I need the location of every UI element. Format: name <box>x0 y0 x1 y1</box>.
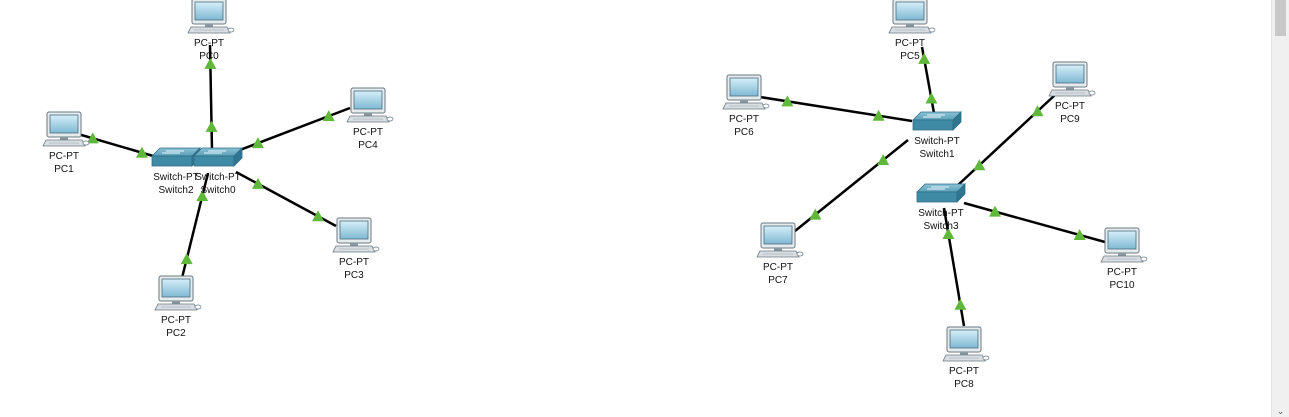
device-pc7[interactable] <box>756 222 804 258</box>
device-switch3[interactable] <box>916 183 966 203</box>
device-pc1[interactable] <box>42 111 90 147</box>
device-model-label: PC-PT <box>949 366 979 377</box>
device-model-label: Switch-PT <box>914 136 960 147</box>
link-status-up-icon <box>1031 105 1044 117</box>
device-name-label: PC0 <box>199 51 219 62</box>
link-pc3-switch0[interactable] <box>235 170 337 228</box>
desktop-pc-icon <box>756 222 804 258</box>
link-pc9-switch3[interactable] <box>957 94 1056 186</box>
device-pc2[interactable] <box>154 275 202 311</box>
device-name-label: PC2 <box>166 328 186 339</box>
device-model-label: Switch-PT <box>195 172 241 183</box>
device-switch2[interactable] <box>151 147 201 167</box>
link-status-up-icon <box>809 208 822 220</box>
desktop-pc-icon <box>332 217 380 253</box>
network-switch-icon <box>193 147 243 167</box>
link-status-up-icon <box>1073 228 1086 240</box>
vertical-scrollbar[interactable]: ⌄ <box>1271 0 1289 417</box>
link-pc1-switch2[interactable] <box>77 132 161 160</box>
device-name-label: PC5 <box>900 51 920 62</box>
link-status-up-icon <box>252 177 264 189</box>
network-switch-icon <box>912 111 962 131</box>
link-status-up-icon <box>781 95 794 107</box>
network-switch-icon <box>916 183 966 203</box>
device-name-label: Switch1 <box>919 149 955 160</box>
device-model-label: Switch-PT <box>918 208 964 219</box>
link-status-up-icon <box>954 298 967 310</box>
device-model-label: PC-PT <box>729 114 759 125</box>
desktop-pc-icon <box>1100 227 1148 263</box>
scroll-down-icon[interactable]: ⌄ <box>1276 406 1285 416</box>
device-name-label: Switch0 <box>200 185 236 196</box>
desktop-pc-icon <box>722 74 770 110</box>
link-status-up-icon <box>925 92 938 104</box>
link-status-up-icon <box>872 109 885 121</box>
scrollbar-thumb[interactable] <box>1275 0 1286 36</box>
device-switch1[interactable] <box>912 111 962 131</box>
link-status-up-icon <box>205 120 218 132</box>
link-pc8-switch3[interactable] <box>942 207 967 327</box>
desktop-pc-icon <box>888 0 936 34</box>
device-model-label: PC-PT <box>1055 101 1085 112</box>
device-name-label: Switch3 <box>923 221 959 232</box>
device-pc8[interactable] <box>942 326 990 362</box>
device-model-label: Switch-PT <box>153 172 199 183</box>
device-name-label: PC8 <box>954 379 974 390</box>
device-pc0[interactable] <box>187 0 235 34</box>
link-status-up-icon <box>135 146 148 158</box>
device-model-label: PC-PT <box>895 38 925 49</box>
device-pc9[interactable] <box>1048 61 1096 97</box>
link-status-up-icon <box>312 210 324 222</box>
device-pc3[interactable] <box>332 217 380 253</box>
link-status-up-icon <box>918 52 931 64</box>
desktop-pc-icon <box>154 275 202 311</box>
device-name-label: PC4 <box>358 140 378 151</box>
device-model-label: PC-PT <box>339 257 369 268</box>
link-status-up-icon <box>251 137 264 149</box>
device-model-label: PC-PT <box>194 38 224 49</box>
device-pc10[interactable] <box>1100 227 1148 263</box>
link-status-up-icon <box>989 205 1002 217</box>
desktop-pc-icon <box>346 87 394 123</box>
device-model-label: PC-PT <box>353 127 383 138</box>
link-pc6-switch1[interactable] <box>759 95 913 123</box>
device-switch0[interactable] <box>193 147 243 167</box>
desktop-pc-icon <box>1048 61 1096 97</box>
device-model-label: PC-PT <box>1107 267 1137 278</box>
network-switch-icon <box>151 147 201 167</box>
device-model-label: PC-PT <box>763 262 793 273</box>
link-pc4-switch0[interactable] <box>231 106 351 155</box>
link-status-up-icon <box>86 132 99 144</box>
desktop-pc-icon <box>187 0 235 34</box>
device-name-label: PC7 <box>768 275 788 286</box>
device-model-label: PC-PT <box>49 151 79 162</box>
link-pc7-switch1[interactable] <box>794 139 909 232</box>
link-status-up-icon <box>204 57 217 69</box>
device-name-label: PC6 <box>734 127 754 138</box>
link-pc0-switch0[interactable] <box>204 44 218 151</box>
desktop-pc-icon <box>942 326 990 362</box>
link-pc10-switch3[interactable] <box>963 201 1106 244</box>
device-pc4[interactable] <box>346 87 394 123</box>
device-name-label: PC1 <box>54 164 74 175</box>
device-model-label: PC-PT <box>161 315 191 326</box>
link-status-up-icon <box>180 253 193 265</box>
link-status-up-icon <box>942 227 955 239</box>
device-name-label: PC10 <box>1109 280 1135 291</box>
desktop-pc-icon <box>42 111 90 147</box>
device-pc6[interactable] <box>722 74 770 110</box>
link-status-up-icon <box>322 110 335 122</box>
device-name-label: Switch2 <box>158 185 194 196</box>
device-name-label: PC3 <box>344 270 364 281</box>
device-name-label: PC9 <box>1060 114 1080 125</box>
link-status-up-icon <box>973 159 986 171</box>
link-pc5-switch1[interactable] <box>918 46 938 114</box>
link-status-up-icon <box>196 190 209 202</box>
device-pc5[interactable] <box>888 0 936 34</box>
link-status-up-icon <box>877 154 890 166</box>
link-pc2-switch0[interactable] <box>180 172 210 279</box>
